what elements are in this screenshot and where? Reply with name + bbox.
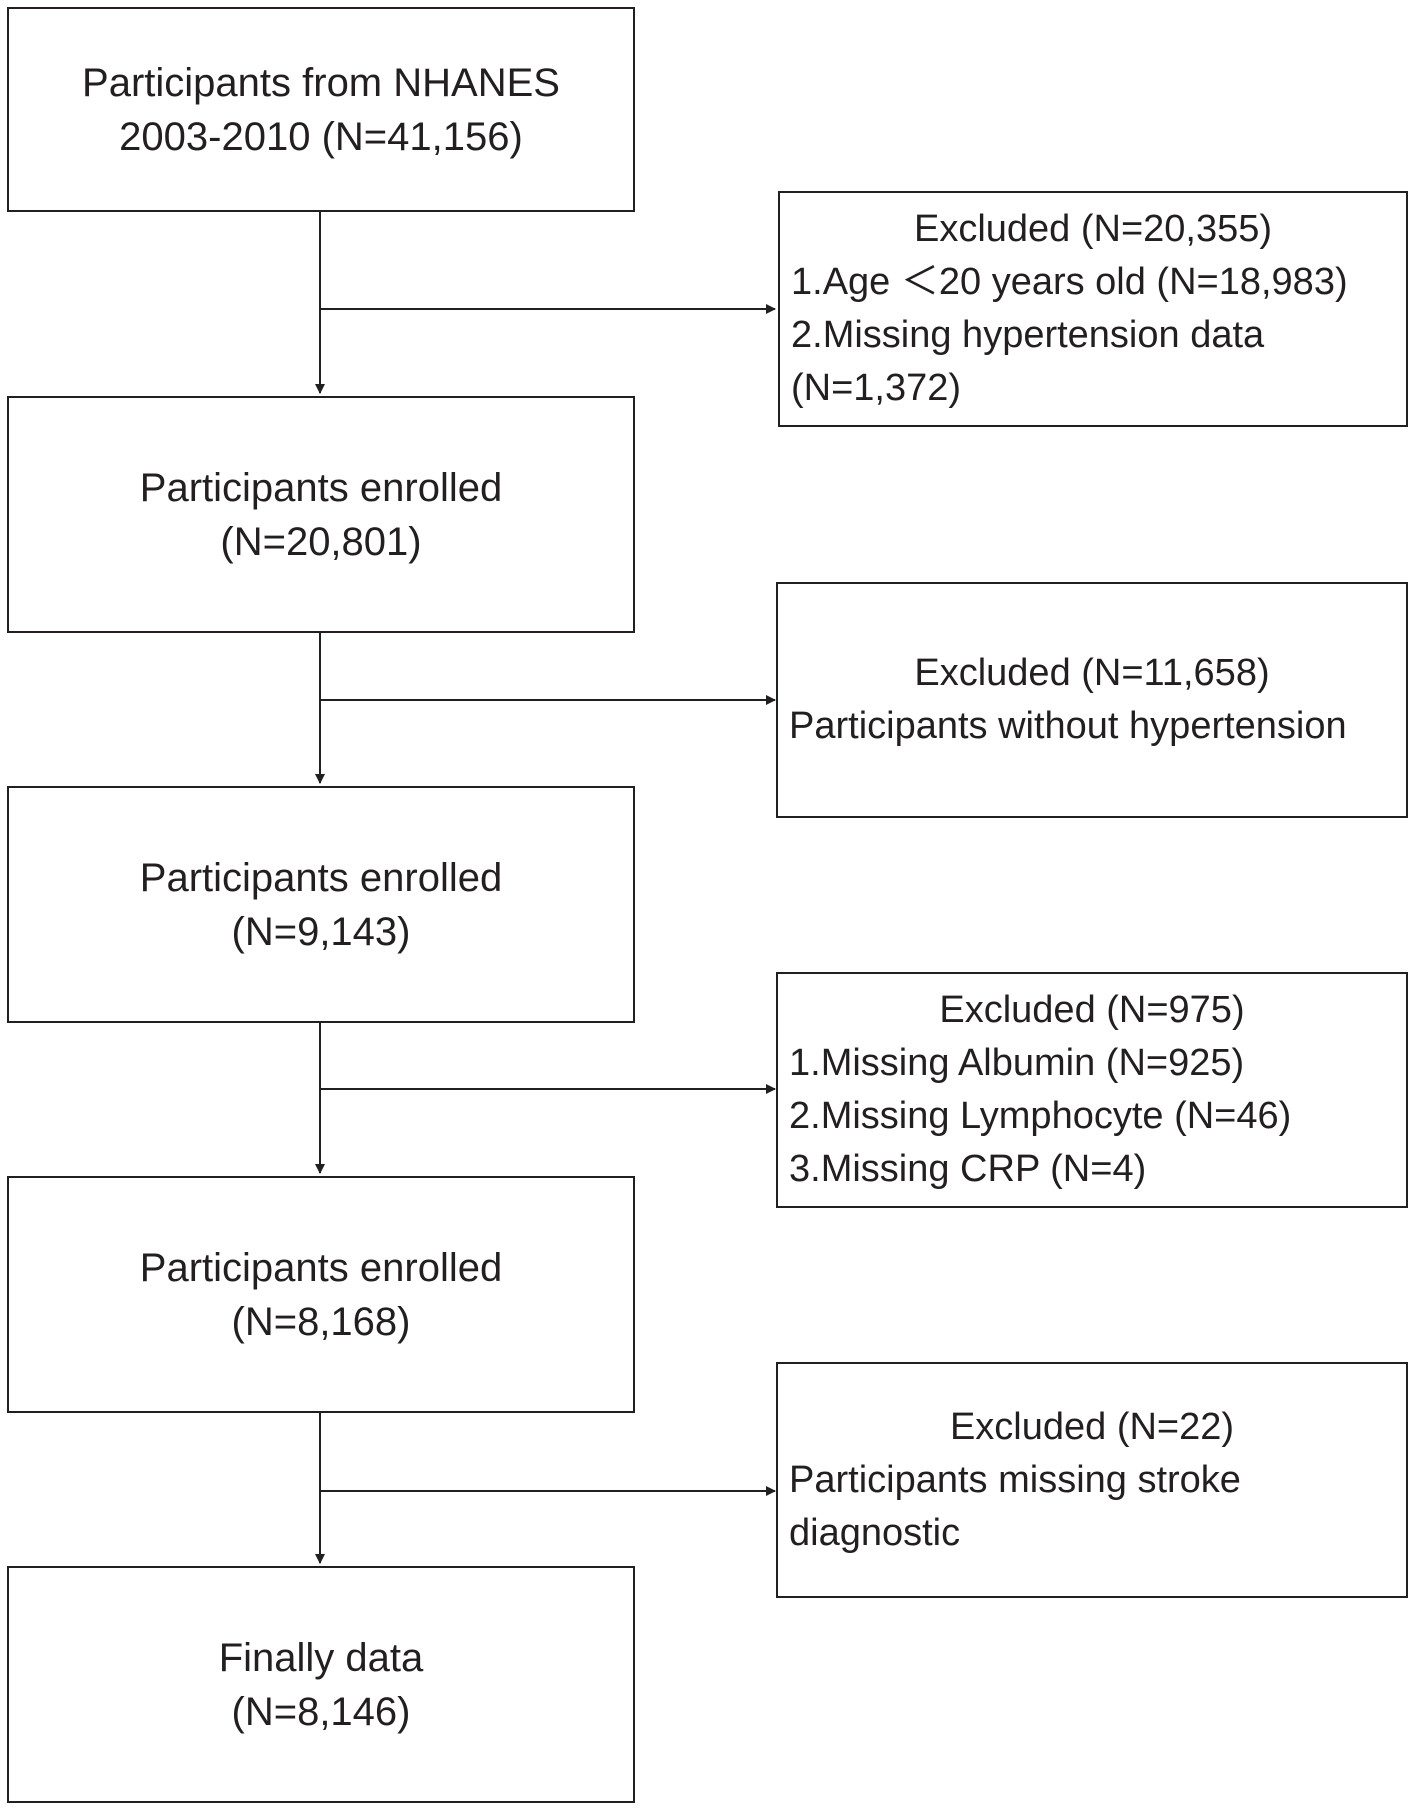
- nhanes-participants-box: Participants from NHANES 2003-2010 (N=41…: [7, 7, 635, 212]
- box-line: (N=9,143): [231, 909, 411, 954]
- exclusion-title: Excluded (N=11,658): [914, 652, 1270, 694]
- enrolled-box-2: Participants enrolled (N=9,143): [7, 786, 635, 1023]
- enrolled-box-1: Participants enrolled (N=20,801): [7, 396, 635, 633]
- exclusion-item: 2.Missing Lymphocyte (N=46): [789, 1095, 1292, 1137]
- final-data-box: Finally data (N=8,146): [7, 1566, 635, 1803]
- box-line: Finally data: [218, 1635, 424, 1680]
- exclusion-item: 1.Missing Albumin (N=925): [789, 1042, 1245, 1084]
- exclusion-box-2: Excluded (N=11,658) Participants without…: [776, 582, 1408, 818]
- exclusion-box-3: Excluded (N=975) 1.Missing Albumin (N=92…: [776, 972, 1408, 1208]
- box-line: Participants enrolled: [139, 855, 503, 900]
- box-line: 2003-2010 (N=41,156): [119, 114, 523, 159]
- box-line: (N=20,801): [220, 519, 422, 564]
- exclusion-item: diagnostic: [789, 1511, 961, 1554]
- exclusion-box-4: Excluded (N=22) Participants missing str…: [776, 1362, 1408, 1598]
- box-line: (N=8,168): [231, 1299, 411, 1344]
- exclusion-item: 1.Age ＜20 years old (N=18,983): [791, 261, 1348, 303]
- box-line: Participants enrolled: [139, 465, 503, 510]
- exclusion-title: Excluded (N=975): [939, 989, 1245, 1031]
- exclusion-title: Excluded (N=22): [949, 1405, 1235, 1448]
- box-line: (N=8,146): [231, 1689, 411, 1734]
- exclusion-title: Excluded (N=20,355): [913, 208, 1273, 250]
- exclusion-item: Participants without hypertension: [789, 705, 1347, 747]
- exclusion-item: 2.Missing hypertension data: [791, 314, 1265, 356]
- box-line: Participants enrolled: [139, 1245, 503, 1290]
- exclusion-item: (N=1,372): [791, 367, 962, 409]
- exclusion-item: 3.Missing CRP (N=4): [789, 1148, 1147, 1190]
- exclusion-box-1: Excluded (N=20,355) 1.Age ＜20 years old …: [778, 191, 1408, 427]
- exclusion-item: Participants missing stroke: [789, 1458, 1241, 1501]
- box-line: Participants from NHANES: [82, 60, 560, 105]
- enrolled-box-3: Participants enrolled (N=8,168): [7, 1176, 635, 1413]
